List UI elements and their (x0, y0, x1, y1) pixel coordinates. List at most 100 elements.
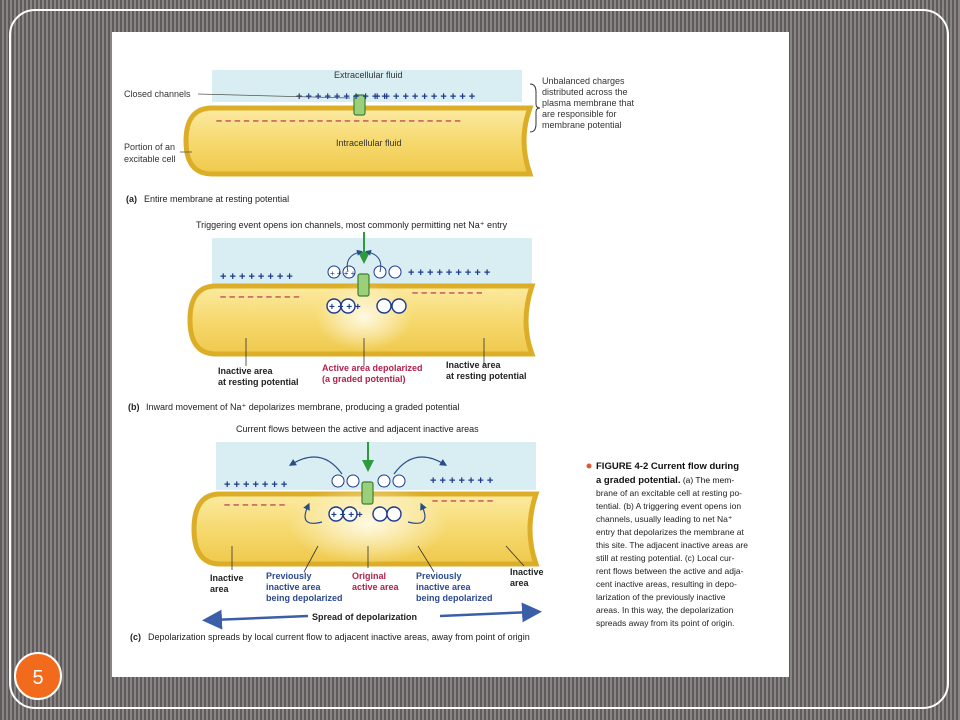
panel-a-letter: (a) (126, 194, 137, 204)
cell-body (183, 105, 534, 177)
unbalanced-line1: Unbalanced charges (542, 76, 625, 86)
c-inactive-left-line2: area (210, 584, 230, 594)
inactive-right-line2: at resting potential (446, 371, 527, 381)
na-ions-inside-c (328, 506, 402, 522)
plus-row-c-left: + + + + + + + (224, 479, 287, 491)
caption-title-bold: a graded potential. (596, 475, 680, 486)
panel-a: + + + + + + + + + + + + + + + + + + + + … (124, 70, 635, 204)
caption-title-line1: FIGURE 4-2 Current flow during (596, 461, 739, 472)
na-plus-signs-c: + + + + (331, 510, 363, 521)
panel-a-caption: Entire membrane at resting potential (144, 194, 289, 204)
portion-label-line2: excitable cell (124, 154, 176, 164)
caption-line-1: brane of an excitable cell at resting po… (596, 488, 742, 498)
c-inactive-left-line1: Inactive (210, 573, 244, 583)
c-original-line2: active area (352, 582, 400, 592)
caption-line-4: entry that depolarizes the membrane at (596, 527, 745, 537)
current-loop-upper-left (288, 456, 343, 475)
textbook-figure-scan: + + + + + + + + + + + + + + + + + + + + … (112, 32, 789, 677)
extracellular-region (212, 70, 522, 102)
c-prev-left-line1: Previously (266, 571, 312, 581)
panel-b-top-caption: Triggering event opens ion channels, mos… (196, 220, 508, 230)
figure-4-2-diagram: + + + + + + + + + + + + + + + + + + + + … (124, 70, 748, 642)
panel-c: Current flows between the active and adj… (130, 424, 544, 642)
plus-charges-row: + + + + + + + + + + (296, 91, 388, 103)
panel-c-letter: (c) (130, 632, 141, 642)
panel-b-letter: (b) (128, 402, 140, 412)
minus-row-b-right: – – – – – – – – (412, 287, 482, 299)
closed-channels-label: Closed channels (124, 89, 191, 99)
extracellular-label: Extracellular fluid (334, 70, 403, 80)
prev-left-leader (303, 545, 319, 573)
spreading-glow (288, 484, 448, 564)
active-line1: Active area depolarized (322, 363, 423, 373)
c-inactive-right-line2: area (510, 578, 530, 588)
c-prev-right-line2: inactive area (416, 582, 472, 592)
caption-title-line2: a graded potential. (a) The mem- (596, 475, 734, 486)
unbalanced-line4: are responsible for (542, 109, 617, 119)
caption-line-7: rent flows between the active and adja- (596, 566, 744, 576)
spread-label: Spread of depolarization (312, 612, 417, 622)
inactive-left-line2: at resting potential (218, 377, 299, 387)
minus-row-c-right: – – – – – – – (432, 495, 493, 507)
plus-row-b-left: + + + + + + + + (220, 271, 293, 283)
closed-channels-leader (197, 93, 351, 99)
na-plus-signs: + + + + (330, 269, 356, 278)
c-prev-left-line3: being depolarized (266, 593, 343, 603)
ion-flow-arrow-right (365, 249, 382, 273)
minus-row-c-left: – – – – – – – (224, 499, 285, 511)
current-loop-upper-right (393, 456, 448, 475)
na-ions-outside (327, 265, 402, 279)
extracellular-region-c (216, 442, 536, 490)
inactive-right-leader-c (505, 545, 525, 567)
closed-channel-icon (353, 94, 366, 116)
caption-line-6: still at resting potential. (c) Local cu… (596, 553, 735, 563)
panel-c-top-caption: Current flows between the active and adj… (236, 424, 479, 434)
c-prev-left-line2: inactive area (266, 582, 322, 592)
caption-bullet (586, 463, 592, 469)
minus-charges-row: – – – – – – – – – – – – – – – – – – – – … (216, 115, 461, 127)
current-loop-lower-left (303, 502, 323, 524)
caption-line-11: spreads away from its point of origin. (596, 618, 734, 628)
caption-line-10: areas. In this way, the depolarization (596, 605, 734, 615)
open-channel-icon (357, 273, 370, 297)
slide-number-badge: 5 (14, 652, 62, 700)
unbalanced-line5: membrane potential (542, 120, 622, 130)
na-plus-signs-inside: + + + + (329, 302, 361, 313)
prev-right-leader (417, 545, 435, 573)
unbalanced-line3: plasma membrane that (542, 98, 635, 108)
inactive-left-line1: Inactive area (218, 366, 274, 376)
caption-line-3: channels, usually leading to net Na⁺ (596, 514, 732, 524)
inactive-right-line1: Inactive area (446, 360, 502, 370)
unbalanced-line2: distributed across the (542, 87, 628, 97)
plus-charges-row-right: + + + + + + + + + + + (374, 91, 475, 103)
caption-line-2: tential. (b) A triggering event opens io… (596, 501, 741, 511)
active-line2: (a graded potential) (322, 374, 406, 384)
caption-line-9: larization of the previously inactive (596, 592, 726, 602)
intracellular-label: Intracellular fluid (336, 138, 402, 148)
extracellular-region-b (212, 238, 532, 284)
plus-row-b-right: + + + + + + + + + (408, 267, 490, 279)
figure-caption: FIGURE 4-2 Current flow during a graded … (586, 461, 748, 628)
current-loop-lower-right (407, 502, 427, 524)
caption-line-8: cent inactive areas, resulting in depo- (596, 579, 737, 589)
na-ions-outside-c (331, 474, 406, 488)
c-original-line1: Original (352, 571, 386, 581)
c-prev-right-line1: Previously (416, 571, 462, 581)
panel-b: Triggering event opens ion channels, mos… (128, 220, 536, 412)
spread-arrow-right (439, 602, 542, 623)
plus-row-c-right: + + + + + + + (430, 475, 493, 487)
open-channel-icon-c (361, 481, 374, 505)
caption-line-0: (a) The mem- (680, 475, 734, 485)
panel-b-caption: Inward movement of Na⁺ depolarizes membr… (146, 402, 459, 412)
ion-flow-arrow-left (346, 249, 363, 273)
charges-brace (529, 83, 541, 133)
c-prev-right-line3: being depolarized (416, 593, 493, 603)
panel-c-caption: Depolarization spreads by local current … (148, 632, 530, 642)
portion-label-line1: Portion of an (124, 142, 175, 152)
c-inactive-right-line1: Inactive (510, 567, 544, 577)
caption-line-5: this site. The adjacent inactive areas a… (596, 540, 748, 550)
spread-arrow-left (202, 609, 309, 630)
slide-frame (9, 9, 949, 709)
na-ions-inside (326, 298, 407, 314)
minus-row-b-left: – – – – – – – – – (220, 291, 300, 303)
